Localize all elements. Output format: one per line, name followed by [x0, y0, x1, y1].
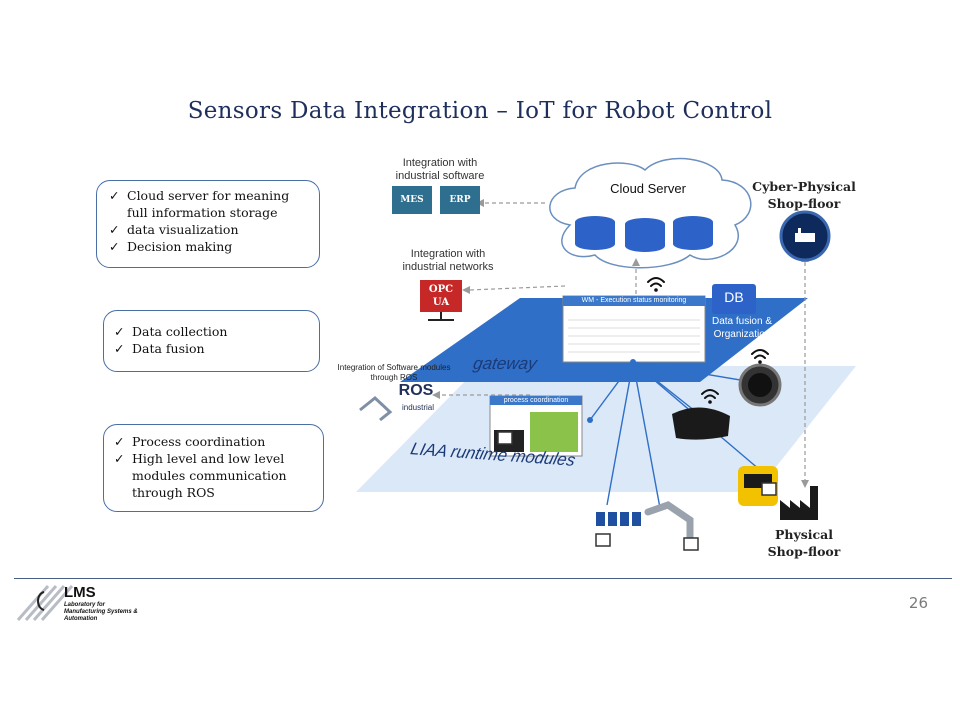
slide-title: Sensors Data Integration – IoT for Robot… [187, 98, 773, 124]
bullet-item: Data collection [110, 323, 313, 340]
ros-logo-text: ROS [398, 382, 434, 399]
bullet-item: Process coordination [110, 433, 317, 450]
bullet-item: Cloud server for meaning full informatio… [105, 187, 313, 221]
runtime-layer-box: Process coordination High level and low … [103, 424, 324, 512]
gateway-layer-box: Data collection Data fusion [103, 310, 320, 372]
robot-arm-icon [644, 501, 694, 549]
bullet-item: Decision making [105, 238, 313, 255]
opc-ua-box [420, 280, 462, 312]
page-number: 26 [908, 594, 928, 612]
db-box [712, 284, 756, 314]
software-integration-label: Integration with industrial software [395, 157, 485, 182]
wm-window [562, 295, 706, 363]
bullet-item: data visualization [105, 221, 313, 238]
footer-divider [14, 578, 952, 579]
ros-industrial-text: industrial [401, 403, 434, 412]
sensor-devices-icon [596, 512, 641, 526]
factory-icon [780, 486, 818, 520]
cloud-databases [575, 216, 713, 252]
ros-robot-icon [359, 396, 393, 422]
wifi-icon [647, 277, 769, 399]
db-label: DB [724, 289, 744, 305]
ar-headset-icon [672, 407, 730, 440]
ros-integration-label: Integration of Software modules through … [337, 363, 451, 382]
cloud-server-label: Cloud Server [610, 181, 686, 196]
mes-label: MES [400, 195, 424, 205]
cyber-physical-label: Cyber-Physical Shop-floor [752, 179, 856, 211]
cloud-layer-box: Cloud server for meaning full informatio… [96, 180, 320, 268]
lms-logo: LMS Laboratory for Manufacturing Systems… [14, 580, 154, 630]
lms-logo-mark [16, 585, 74, 621]
data-fusion-label: Data fusion & Organization [711, 316, 773, 340]
wm-window-title: WM - Execution status monitoring [581, 297, 687, 304]
bullet-item: High level and low level modules communi… [110, 450, 317, 501]
lms-logo-text: LMS [64, 584, 96, 601]
ethernet-icon [497, 431, 777, 551]
lms-logo-subtitle: Laboratory for Manufacturing Systems & A… [64, 602, 138, 622]
opc-label: OPC [428, 284, 454, 295]
erp-label: ERP [449, 195, 471, 205]
network-integration-label: Integration with industrial networks [402, 248, 494, 273]
bullet-item: Data fusion [110, 340, 313, 357]
physical-shopfloor-label: Physical Shop-floor [767, 527, 841, 559]
runtime-plane [356, 366, 856, 492]
ua-label: UA [432, 297, 450, 308]
erp-box [440, 186, 480, 214]
gateway-plane-label: gateway [471, 354, 539, 373]
mes-box [392, 186, 432, 214]
process-window-title: process coordination [503, 397, 569, 404]
